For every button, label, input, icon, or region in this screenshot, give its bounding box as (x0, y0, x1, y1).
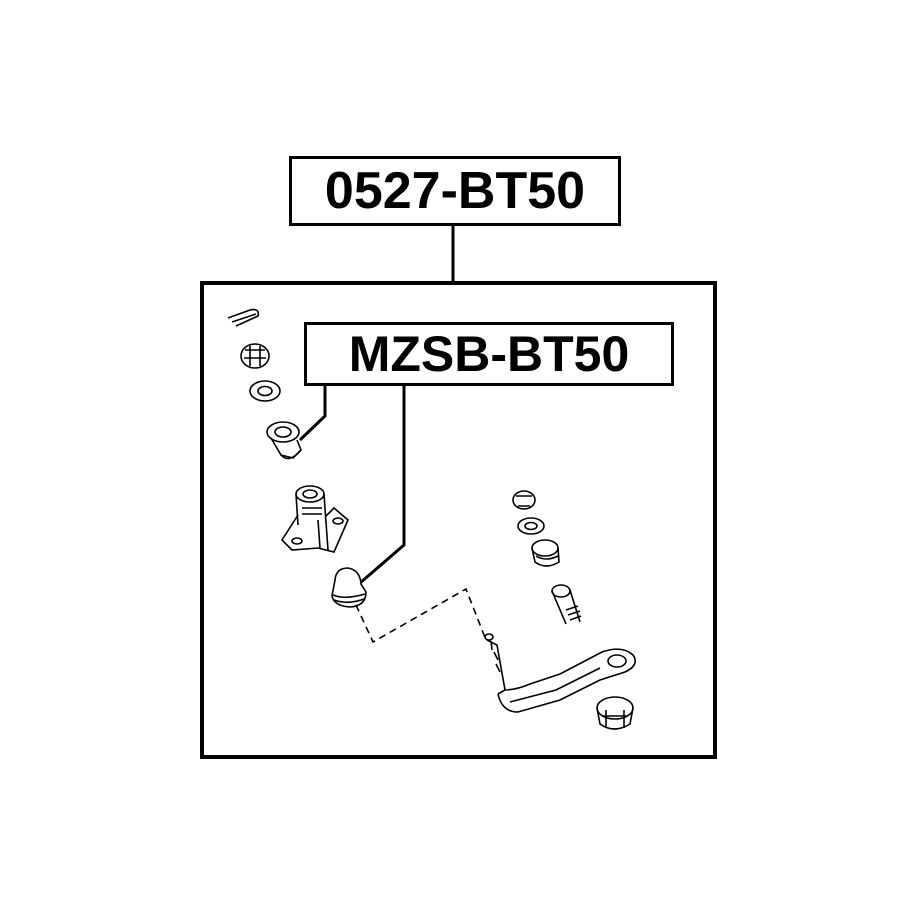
component-leader-line-lower (359, 386, 406, 585)
component-leader-line-upper (298, 386, 327, 442)
component-part-number-label: MZSB-BT50 (304, 322, 674, 386)
idler-arm (484, 633, 636, 713)
cotter-pin (227, 308, 260, 327)
castle-nut-right (512, 490, 536, 510)
washer-right (517, 517, 545, 535)
axis-dashed-line (355, 587, 487, 644)
parts-drawing (227, 308, 636, 730)
castle-nut-upper (240, 343, 270, 369)
assembly-frame (200, 281, 717, 759)
washer-upper (249, 380, 281, 402)
bushing-right (531, 539, 560, 567)
bushing-lower (331, 567, 367, 608)
assembly-part-number-label: 0527-BT50 (289, 156, 621, 226)
bushing-upper (266, 421, 302, 460)
bolt-right (551, 584, 582, 625)
castle-nut-lower-right (596, 696, 634, 730)
idler-bracket (280, 485, 349, 553)
